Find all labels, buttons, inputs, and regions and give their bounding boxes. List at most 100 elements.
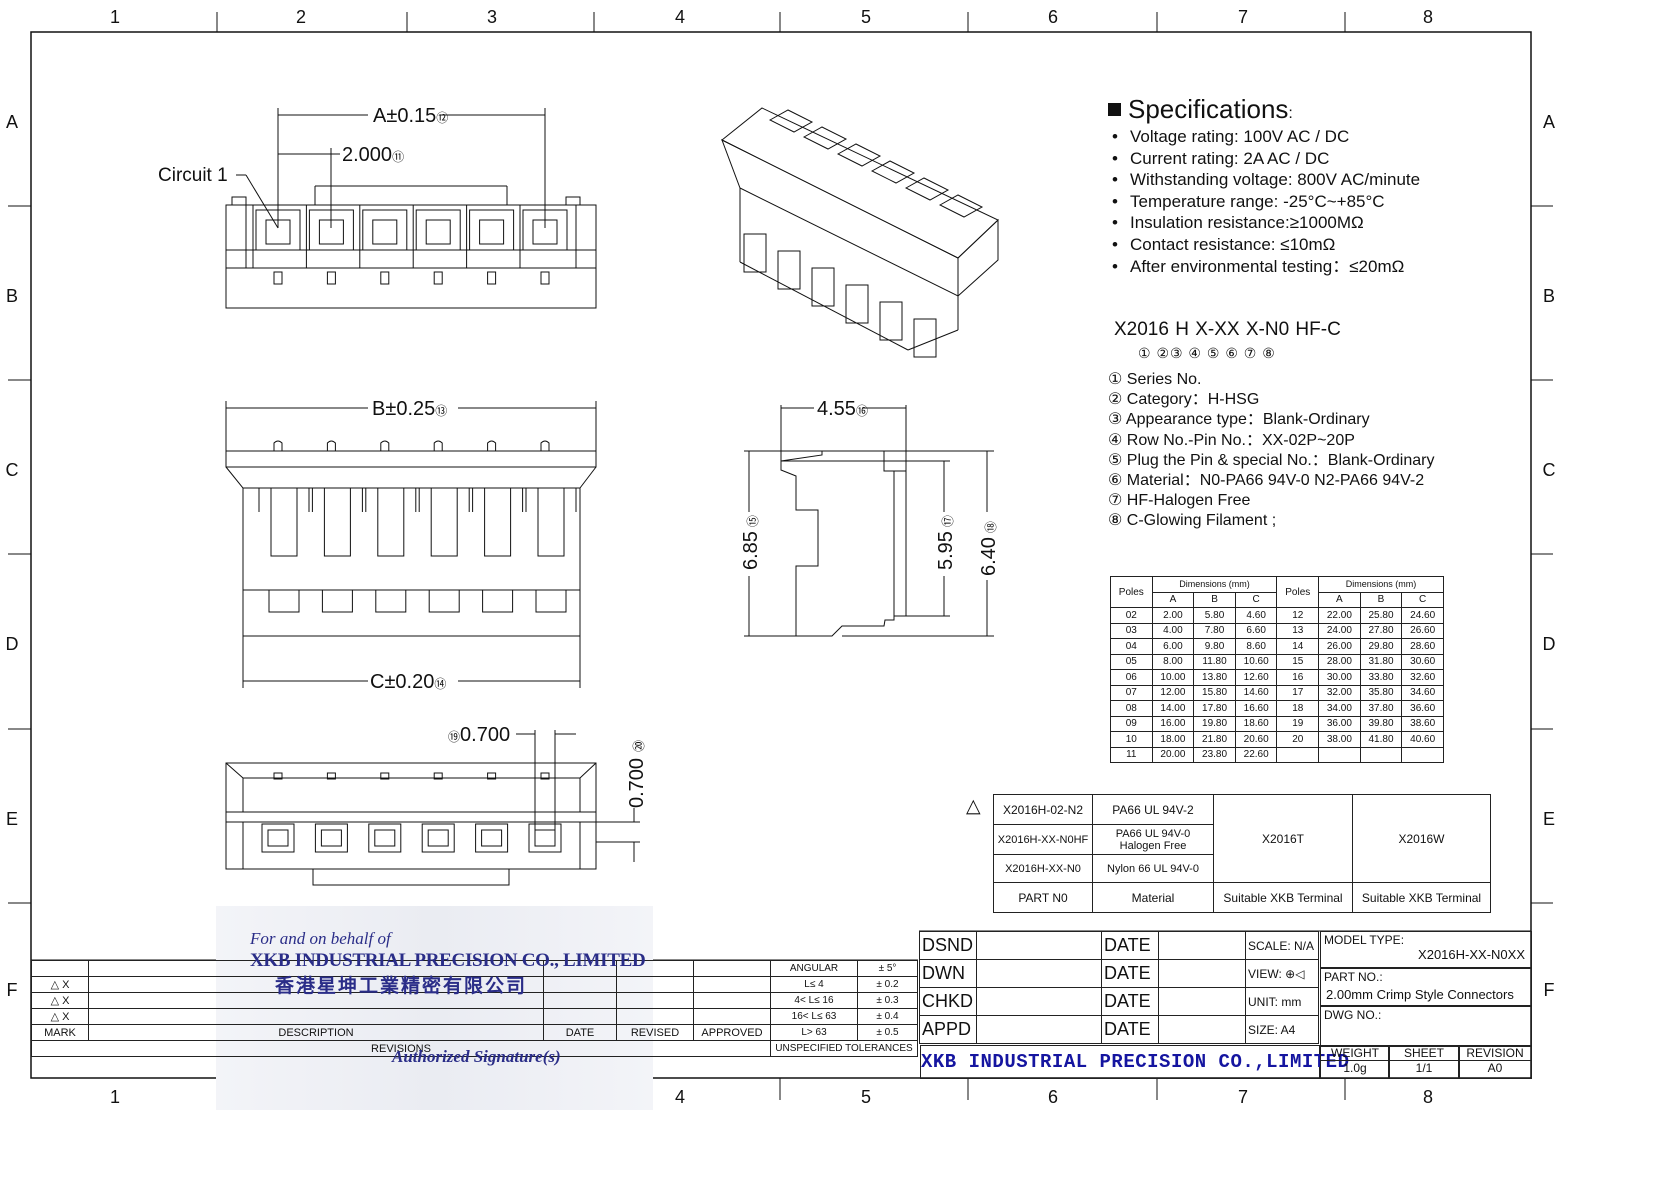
grid-column-label: 6 — [1048, 1087, 1058, 1107]
front-slot — [418, 487, 470, 557]
material: Nylon 66 UL 94V-0 — [1092, 854, 1214, 883]
col-a: A — [1151, 591, 1195, 608]
spec-item: Contact resistance: ≤10mΩ — [1112, 234, 1420, 256]
table-cell: 4.60 — [1234, 607, 1278, 624]
date-label: DATE — [1101, 931, 1159, 960]
tolerance-value: ± 0.5 — [857, 1024, 918, 1041]
grid-row-label: A — [1543, 112, 1555, 132]
front-view — [225, 401, 597, 688]
tolerance-value: ± 0.4 — [857, 1008, 918, 1025]
table-cell: 15.80 — [1193, 684, 1236, 701]
bottom-cavity — [261, 823, 295, 853]
role-dsnd: DSND — [919, 931, 977, 960]
dim-b-label: B±0.25⑬ — [372, 398, 447, 420]
terminal-w: X2016W — [1352, 794, 1491, 883]
view-field: VIEW: ⊕◁ — [1245, 959, 1319, 988]
spec-item: Temperature range: -25°C~+85°C — [1112, 191, 1420, 213]
model-type-value: X2016H-XX-N0XX — [1418, 947, 1525, 962]
spec-item: Voltage rating: 100V AC / DC — [1112, 126, 1420, 148]
table-cell: 34.00 — [1318, 700, 1361, 717]
stamp-line-3: 香港星坤工業精密有限公司 — [275, 975, 528, 997]
front-notch — [321, 590, 353, 613]
iso-slot — [768, 109, 814, 133]
spec-item: Current rating: 2A AC / DC — [1112, 148, 1420, 170]
isometric-view — [721, 107, 999, 358]
bottom-bump — [273, 772, 283, 780]
table-cell: 24.00 — [1318, 622, 1361, 639]
table-cell: 16.00 — [1151, 715, 1195, 732]
dim-a-label: A±0.15⑫ — [373, 105, 448, 127]
table-cell: 15 — [1276, 653, 1320, 670]
top-view — [225, 108, 597, 309]
table-cell: 21.80 — [1193, 731, 1236, 748]
table-cell: 27.80 — [1359, 622, 1403, 639]
specifications-heading: Specifications — [1128, 94, 1289, 124]
dimensions-header-2: Dimensions (mm) — [1318, 576, 1444, 593]
sheet-label: SHEET — [1389, 1046, 1459, 1061]
table-cell: 12.60 — [1234, 669, 1278, 686]
table-cell: 6.60 — [1234, 622, 1278, 639]
tolerance-label: L> 63 — [770, 1024, 858, 1041]
table-cell: 32.00 — [1318, 684, 1361, 701]
date-label: DATE — [1101, 1015, 1159, 1044]
table-cell: 18.00 — [1151, 731, 1195, 748]
material-header: Material — [1092, 882, 1214, 913]
cavity-tab — [273, 271, 283, 285]
legend-item: ⑦ HF-Halogen Free — [1108, 492, 1251, 510]
table-cell — [1276, 746, 1320, 763]
table-cell: 28.60 — [1401, 638, 1444, 655]
sheet-value: 1/1 — [1415, 1061, 1433, 1075]
poles-header: Poles — [1110, 576, 1153, 608]
table-cell: 19.80 — [1193, 715, 1236, 732]
table-cell: 28.00 — [1318, 653, 1361, 670]
tolerance-value: ± 0.2 — [857, 976, 918, 993]
table-cell: 29.80 — [1359, 638, 1403, 655]
iso-slot — [938, 194, 984, 218]
bottom-bump — [433, 772, 443, 780]
legend-item: ③ Appearance type：Blank-Ordinary — [1108, 411, 1370, 429]
front-notch — [535, 590, 567, 613]
table-cell: 41.80 — [1359, 731, 1403, 748]
table-cell: 16 — [1276, 669, 1320, 686]
revision-mark: △ X — [31, 992, 89, 1009]
table-cell: 12.00 — [1151, 684, 1195, 701]
latch-bump — [540, 440, 550, 451]
zone-labels: 1122334455667788AABBCCDDEEFF — [6, 7, 1556, 1107]
specifications-list: Voltage rating: 100V AC / DCCurrent rati… — [1112, 126, 1420, 277]
tolerance-label: ANGULAR — [770, 960, 858, 977]
mark-header: MARK — [31, 1024, 89, 1041]
table-cell: 04 — [1110, 638, 1153, 655]
table-cell: 31.80 — [1359, 653, 1403, 670]
weight-label: WEIGHT — [1321, 1046, 1389, 1061]
projection-icon: ⊕◁ — [1285, 966, 1305, 981]
iso-latch — [811, 267, 835, 307]
iso-latch — [743, 233, 767, 273]
front-slot — [525, 487, 577, 557]
table-cell: 10 — [1110, 731, 1153, 748]
model-type-box: MODEL TYPE: X2016H-XX-N0XX — [1320, 931, 1532, 969]
grid-column-label: 7 — [1238, 1087, 1248, 1107]
bottom-cavity-inner — [427, 829, 449, 847]
legend-item: ① Series No. — [1108, 371, 1202, 388]
table-cell: 13 — [1276, 622, 1320, 639]
material: PA66 UL 94V-0 Halogen Free — [1092, 824, 1214, 855]
cavity-hole — [425, 219, 451, 245]
grid-row-label: B — [1543, 286, 1555, 306]
side-h1-label: 6.85⑮ — [740, 515, 762, 570]
grid-row-label: A — [6, 112, 18, 132]
table-cell: 22.00 — [1318, 607, 1361, 624]
front-notch — [268, 590, 300, 613]
table-cell: 34.60 — [1401, 684, 1444, 701]
table-cell: 8.00 — [1151, 653, 1195, 670]
stamp-line-2: XKB INDUSTRIAL PRECISION CO., LIMITED — [250, 950, 646, 971]
table-cell: 2.00 — [1151, 607, 1195, 624]
grid-row-label: B — [6, 286, 18, 306]
grid-row-label: F — [7, 980, 18, 1000]
grid-column-label: 5 — [861, 1087, 871, 1107]
table-cell: 02 — [1110, 607, 1153, 624]
revision-value: A0 — [1487, 1061, 1503, 1075]
grid-row-label: D — [6, 634, 19, 654]
revisions-table: ANGULAR ± 5° △ X L≤ 4 ± 0.2 △ X 4< L≤ 16… — [31, 960, 918, 1057]
